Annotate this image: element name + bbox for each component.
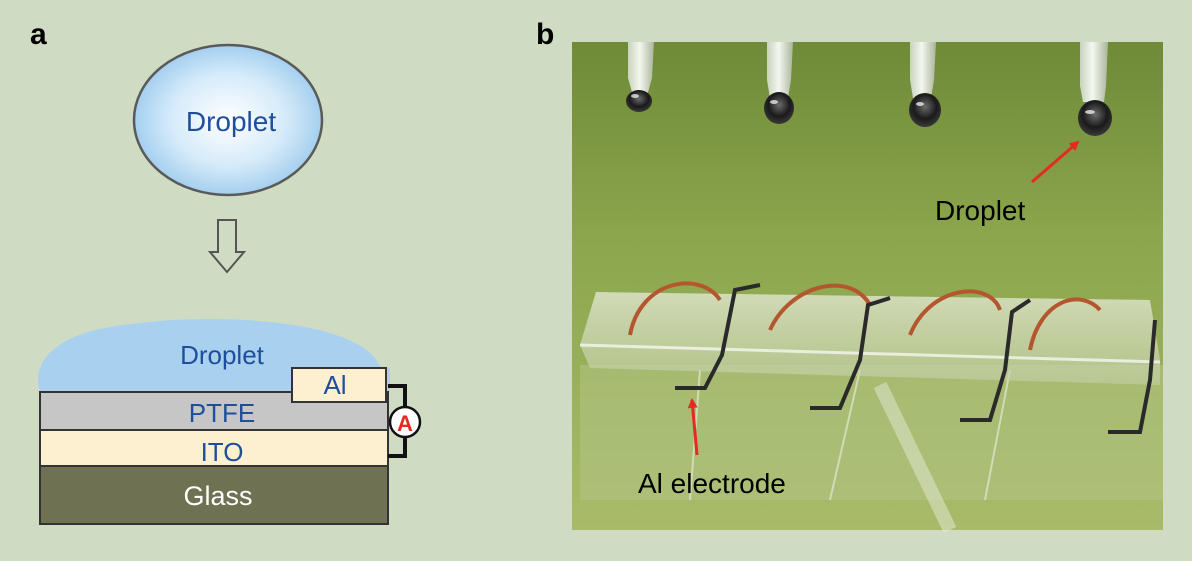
droplet-arrow — [1031, 140, 1080, 184]
droplet-callout: Droplet — [935, 195, 1025, 226]
circuit-wire — [388, 384, 407, 458]
slab — [580, 292, 1160, 385]
panel-b-photo: Droplet Al electrode — [572, 42, 1163, 534]
panel-a: Droplet Droplet PTFE ITO Glass Al A — [38, 43, 422, 525]
pipette-tip-3 — [909, 42, 941, 127]
droplet-layer-label: Droplet — [180, 340, 265, 370]
droplet-ellipse — [132, 43, 324, 197]
down-arrow-icon — [207, 219, 247, 274]
glass-label: Glass — [183, 481, 252, 511]
ito-label: ITO — [201, 437, 244, 467]
glass-slides — [580, 365, 1163, 534]
al-electrodes-photo — [675, 283, 1157, 434]
droplet-top-label: Droplet — [186, 106, 276, 137]
copper-wires — [628, 281, 1102, 351]
ammeter-label: A — [397, 411, 413, 436]
pipette-tip-2 — [764, 42, 794, 124]
glass-layer — [39, 465, 389, 525]
ptfe-label: PTFE — [189, 398, 255, 428]
ammeter-icon — [388, 405, 422, 439]
electrode-callout: Al electrode — [638, 468, 786, 499]
panel-b-label: b — [536, 18, 555, 51]
panel-a-label: a — [30, 18, 47, 51]
al-electrode-label: Al — [323, 370, 346, 400]
pipette-tip-4 — [1078, 42, 1112, 136]
al-electrode — [291, 367, 387, 403]
electrode-arrow — [687, 398, 699, 456]
pipette-tip-1 — [626, 42, 654, 112]
